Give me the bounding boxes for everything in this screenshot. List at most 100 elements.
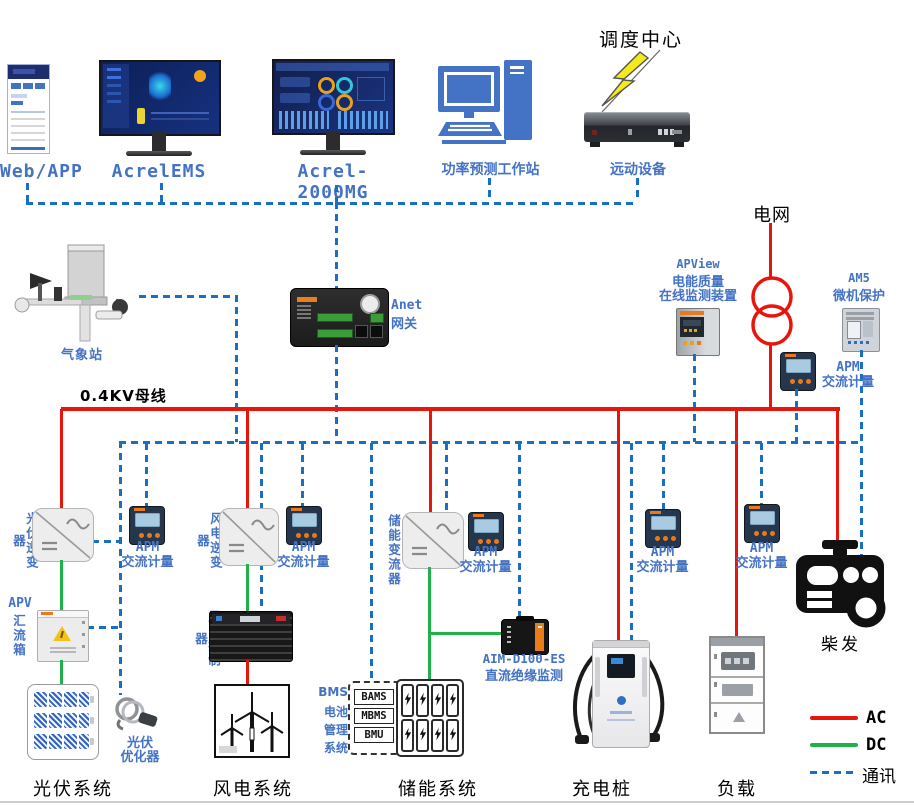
- grid-apm-label: APM 交流计量: [822, 360, 875, 390]
- charging-section-label: 充电桩: [572, 779, 632, 800]
- pv-combiner-label: 汇流箱: [11, 614, 26, 658]
- remote-device-label: 远动设备: [610, 162, 666, 178]
- storage-section-label: 储能系统: [398, 779, 478, 800]
- wind-turbines-icon: [214, 684, 290, 758]
- diesel-generator-icon: [796, 540, 886, 628]
- ac-feeder-charging: [617, 409, 620, 643]
- legend-comm-label: 通讯: [862, 767, 896, 787]
- ac-feeder-load: [735, 409, 738, 640]
- am5-line2-label: 微机保护: [832, 289, 885, 304]
- remote-device-icon: [584, 112, 690, 148]
- grid-label: 电网: [753, 205, 791, 226]
- pv-optimizer-label-2: 优化器: [120, 750, 160, 765]
- comm-am5-to-diesel: [860, 350, 863, 620]
- storage-apm-meter: [468, 512, 504, 551]
- comm-drop-remote: [636, 178, 639, 202]
- comm-wind-apm-drop: [301, 443, 304, 506]
- charging-apm-label: APM 交流计量: [636, 545, 689, 575]
- legend-ac-line: [810, 716, 858, 720]
- weather-station-label: 气象站: [60, 348, 103, 363]
- comm-bms-drop: [370, 443, 373, 681]
- storage-pcs-label: 储能变流器: [386, 513, 401, 587]
- comm-drop-ems: [160, 183, 163, 202]
- pv-section-label: 光伏系统: [33, 779, 113, 800]
- aim-label-1: AIM-D100-ES: [482, 651, 566, 666]
- bms-label-1: BMS: [318, 685, 348, 699]
- legend-comm-line: [810, 771, 858, 774]
- comm-gateway-drop: [335, 345, 338, 442]
- apview-device-icon: [676, 308, 720, 356]
- diesel-label: 柴发: [821, 635, 861, 655]
- storage-pcs-icon: [402, 512, 464, 569]
- pv-optimizer-label-1: 光伏: [126, 736, 153, 751]
- comm-apview-drop: [693, 354, 696, 442]
- bottom-divider: [0, 801, 914, 803]
- ac-feeder-pv: [60, 409, 63, 508]
- ac-feeder-storage: [429, 409, 432, 512]
- ac-feeder-diesel: [836, 409, 839, 543]
- wind-apm-meter: [286, 506, 322, 545]
- load-section-label: 负载: [717, 779, 757, 800]
- pv-inverter-icon: [32, 508, 94, 562]
- am5-name-label: AM5: [848, 271, 870, 285]
- weather-station-icon: [14, 244, 128, 342]
- comm-pv-trunk: [119, 441, 122, 695]
- comm-load-apm-drop: [760, 443, 763, 504]
- bms-label-3: 管理: [323, 723, 348, 737]
- comm-charging-apm-drop: [662, 443, 665, 509]
- pv-optimizer-icon: [115, 697, 158, 731]
- forecast-workstation-icon: [438, 60, 532, 144]
- bms-unit-mbms: MBMS: [354, 708, 394, 724]
- ac-feeder-wind: [246, 409, 249, 508]
- comm-storage-apm-drop: [445, 443, 448, 512]
- bms-label-2: 电池: [323, 705, 348, 719]
- pv-combiner-prefix-label: APV: [8, 596, 32, 611]
- dispatch-center-label: 调度中心: [598, 29, 683, 51]
- comm-charger-drop: [630, 443, 633, 643]
- comm-2000mg-to-gateway: [335, 202, 338, 288]
- legend-dc-label: DC: [866, 735, 887, 755]
- forecast-workstation-label: 功率预测工作站: [441, 162, 540, 178]
- ac-grid-to-transformer: [769, 223, 772, 277]
- dc-windinv-to-controller: [246, 564, 249, 612]
- comm-top-bus: [26, 202, 638, 205]
- dc-pcs-to-battery: [428, 567, 431, 682]
- gateway-line2-label: 网关: [391, 317, 418, 332]
- aim-device-icon: [501, 616, 549, 655]
- acrel-ems-label: AcrelEMS: [111, 161, 207, 182]
- charging-pile-icon: [563, 635, 675, 757]
- wind-apm-label: APM 交流计量: [277, 540, 330, 570]
- dc-inverter-to-combiner: [60, 560, 63, 612]
- solar-panels-icon: [27, 684, 99, 760]
- charging-apm-meter: [645, 509, 681, 548]
- legend-ac-label: AC: [866, 708, 887, 728]
- transformer-icon: [751, 276, 793, 346]
- ac-controller-to-turbines: [246, 660, 249, 686]
- dc-combiner-to-panels: [60, 660, 63, 686]
- bms-box: BAMS MBMS BMU: [348, 681, 402, 755]
- acrel-ems-monitor-icon: [99, 60, 221, 157]
- pv-combiner-icon: [37, 610, 89, 662]
- pv-apm-meter: [129, 506, 165, 545]
- lightning-icon: [601, 49, 661, 113]
- acrel-2000mg-monitor-icon: [272, 59, 395, 156]
- ac-busbar: [61, 407, 840, 411]
- bms-label-4: 系统: [323, 741, 348, 755]
- battery-rack-icon: [396, 679, 464, 757]
- comm-aim-drop: [518, 443, 521, 619]
- comm-pv-apm-drop: [145, 443, 148, 506]
- pv-apm-label: APM 交流计量: [121, 540, 174, 570]
- ac-transformer-to-busbar: [769, 344, 772, 410]
- comm-drop-workstation: [488, 178, 491, 202]
- wind-controller-icon: [209, 611, 293, 662]
- comm-pv-inverter-stub: [92, 540, 120, 543]
- wind-section-label: 风电系统: [213, 779, 293, 800]
- anet-gateway-icon: [290, 288, 389, 347]
- storage-apm-label: APM 交流计量: [459, 545, 512, 575]
- bms-unit-bmu: BMU: [354, 727, 394, 743]
- gateway-name-label: Anet: [391, 298, 423, 313]
- comm-weather-v: [235, 295, 238, 442]
- apview-name-label: APView: [676, 257, 720, 271]
- am5-device-icon: [842, 308, 880, 352]
